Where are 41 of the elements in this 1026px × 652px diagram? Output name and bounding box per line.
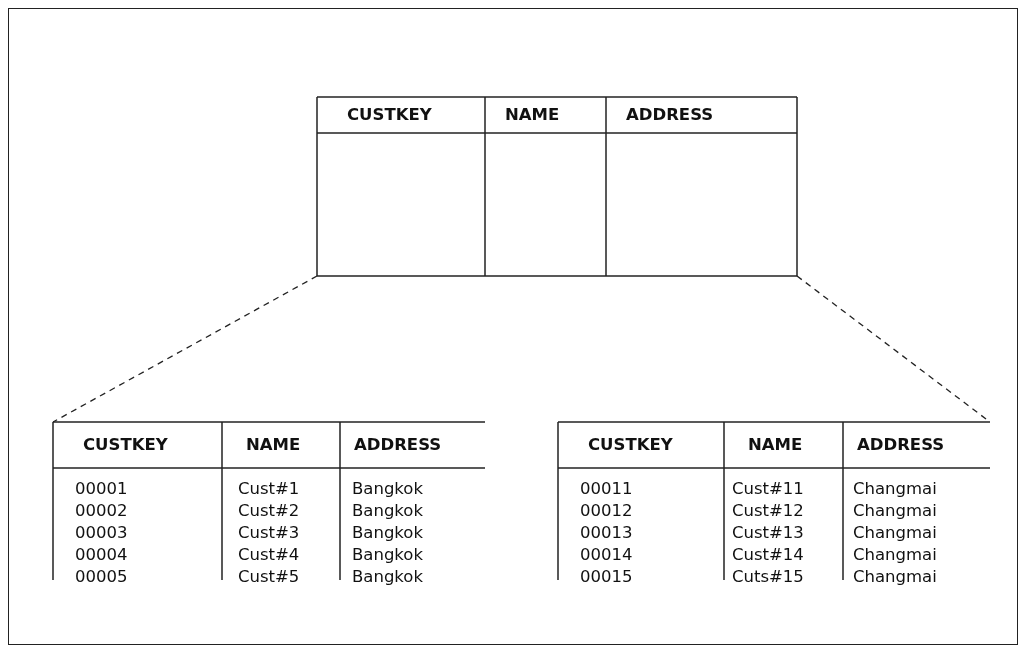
table-value: 00004 — [75, 544, 128, 566]
table-value: Cust#12 — [732, 500, 804, 522]
table-value: 00001 — [75, 478, 128, 500]
table-value: Bangkok — [352, 522, 423, 544]
table-value: Cust#13 — [732, 522, 804, 544]
column-header: ADDRESS — [857, 434, 945, 456]
table-value: Changmai — [853, 544, 937, 566]
table-value: 00014 — [580, 544, 633, 566]
column-header: CUSTKEY — [83, 434, 168, 456]
data-table — [317, 97, 797, 276]
column-header: NAME — [505, 104, 560, 126]
table-value: 00011 — [580, 478, 633, 500]
table-value: Bangkok — [352, 500, 423, 522]
column-header: NAME — [246, 434, 301, 456]
table-value: 00015 — [580, 566, 633, 588]
table-value: Bangkok — [352, 566, 423, 588]
table-value: 00002 — [75, 500, 128, 522]
table-value: Cust#3 — [238, 522, 300, 544]
table-value: 00005 — [75, 566, 128, 588]
table-value: Cust#5 — [238, 566, 300, 588]
table-value: Cust#2 — [238, 500, 300, 522]
column-header: CUSTKEY — [347, 104, 432, 126]
table-value: Bangkok — [352, 544, 423, 566]
column-header: NAME — [748, 434, 803, 456]
column-header: ADDRESS — [626, 104, 714, 126]
table-value: Changmai — [853, 478, 937, 500]
table-value: Cust#11 — [732, 478, 804, 500]
table-value: Changmai — [853, 522, 937, 544]
table-value: Bangkok — [352, 478, 423, 500]
dashed-connector — [52, 275, 318, 423]
table-value: Cust#14 — [732, 544, 804, 566]
table-value: Changmai — [853, 566, 937, 588]
table-value: 00012 — [580, 500, 633, 522]
table-value: 00013 — [580, 522, 633, 544]
table-value: Cust#4 — [238, 544, 300, 566]
table-value: Cuts#15 — [732, 566, 804, 588]
column-header: CUSTKEY — [588, 434, 673, 456]
table-value: Cust#1 — [238, 478, 300, 500]
table-value: 00003 — [75, 522, 128, 544]
table-value: Changmai — [853, 500, 937, 522]
column-header: ADDRESS — [354, 434, 442, 456]
